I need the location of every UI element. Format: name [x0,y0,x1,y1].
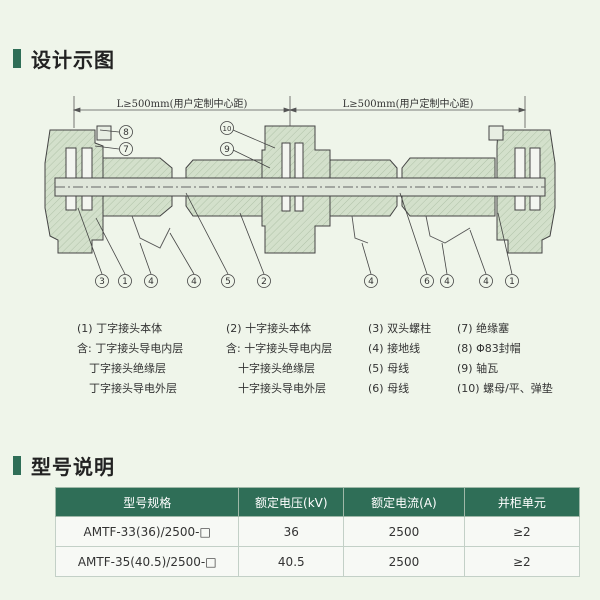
joint-design-drawing: L≥500mm(用户定制中心距) L≥500mm(用户定制中心距) [44,96,556,288]
legend-item: 十字接头绝缘层 [238,362,315,375]
header-voltage: 额定电压(kV) [238,487,345,517]
cell-current: 2500 [343,516,465,547]
legend-column-1: (1) 丁字接头本体 含: 丁字接头导电内层 丁字接头绝缘层 丁字接头导电外层 [77,319,183,399]
design-section-header: 设计示图 [13,44,115,73]
dimension-label-left: L≥500mm(用户定制中心距) [117,97,248,110]
callout-2: 2 [261,277,267,287]
legend-item: 丁字接头绝缘层 [89,362,166,375]
design-section-title: 设计示图 [31,48,115,72]
legend-item: (2) 十字接头本体 [226,322,312,335]
callout-5: 5 [225,277,231,287]
cell-voltage: 40.5 [238,546,345,577]
legend-item: 含: 丁字接头导电内层 [77,342,184,355]
callout-1-left: 1 [122,277,128,287]
legend-item: 丁字接头导电外层 [89,382,177,395]
legend-item: (4) 接地线 [368,342,421,355]
cell-model: AMTF-33(36)/2500-□ [54,516,240,547]
callout-4-a: 4 [148,277,154,287]
model-section-header: 型号说明 [13,451,115,480]
bottom-callouts: 3 1 4 4 5 2 4 6 4 4 1 [77,192,519,288]
legend-item: (10) 螺母/平、弹垫 [457,382,553,395]
header-units: 并柜单元 [463,487,581,517]
legend-item: (9) 轴瓦 [457,362,499,375]
callout-7: 7 [123,145,129,155]
callout-4-b: 4 [191,277,197,287]
table-row: AMTF-33(36)/2500-□ 36 2500 ≥2 [54,516,581,547]
callout-9: 9 [224,145,230,155]
table-header-row: 型号规格 额定电压(kV) 额定电流(A) 并柜单元 [54,487,581,517]
callout-4-c: 4 [368,277,374,287]
legend-column-3: (3) 双头螺柱 (4) 接地线 (5) 母线 (6) 母线 [368,319,431,399]
top-callouts: 8 7 10 9 [94,121,276,169]
legend-column-2: (2) 十字接头本体 含: 十字接头导电内层 十字接头绝缘层 十字接头导电外层 [226,319,332,399]
cell-model: AMTF-35(40.5)/2500-□ [54,546,240,577]
header-current: 额定电流(A) [343,487,465,517]
busbar [54,177,546,197]
callout-1-right: 1 [509,277,515,287]
callout-4-e: 4 [483,277,489,287]
legend-column-4: (7) 绝缘塞 (8) Φ83封帽 (9) 轴瓦 (10) 螺母/平、弹垫 [457,319,553,399]
section-marker [13,49,21,68]
table-row: AMTF-35(40.5)/2500-□ 40.5 2500 ≥2 [54,546,581,577]
callout-10: 10 [223,125,232,133]
legend-item: 含: 十字接头导电内层 [226,342,333,355]
cell-current: 2500 [343,546,465,577]
legend-item: (1) 丁字接头本体 [77,322,163,335]
cell-voltage: 36 [238,516,345,547]
legend-item: (3) 双头螺柱 [368,322,432,335]
ground-wires [131,215,471,249]
cell-units: ≥2 [463,516,581,547]
legend-item: (5) 母线 [368,362,410,375]
callout-4-d: 4 [444,277,450,287]
header-model: 型号规格 [54,487,240,517]
legend-item: (7) 绝缘塞 [457,322,510,335]
legend-item: 十字接头导电外层 [238,382,326,395]
legend-item: (8) Φ83封帽 [457,342,521,355]
legend-item: (6) 母线 [368,382,410,395]
cell-units: ≥2 [463,546,581,577]
callout-3: 3 [99,277,105,287]
section-marker [13,456,21,475]
model-section-title: 型号说明 [31,455,115,479]
callout-8: 8 [123,128,129,138]
model-spec-table: 型号规格 额定电压(kV) 额定电流(A) 并柜单元 AMTF-33(36)/2… [54,487,581,577]
dimension-lines [72,96,527,128]
dimension-label-right: L≥500mm(用户定制中心距) [343,97,474,110]
callout-6: 6 [424,277,430,287]
